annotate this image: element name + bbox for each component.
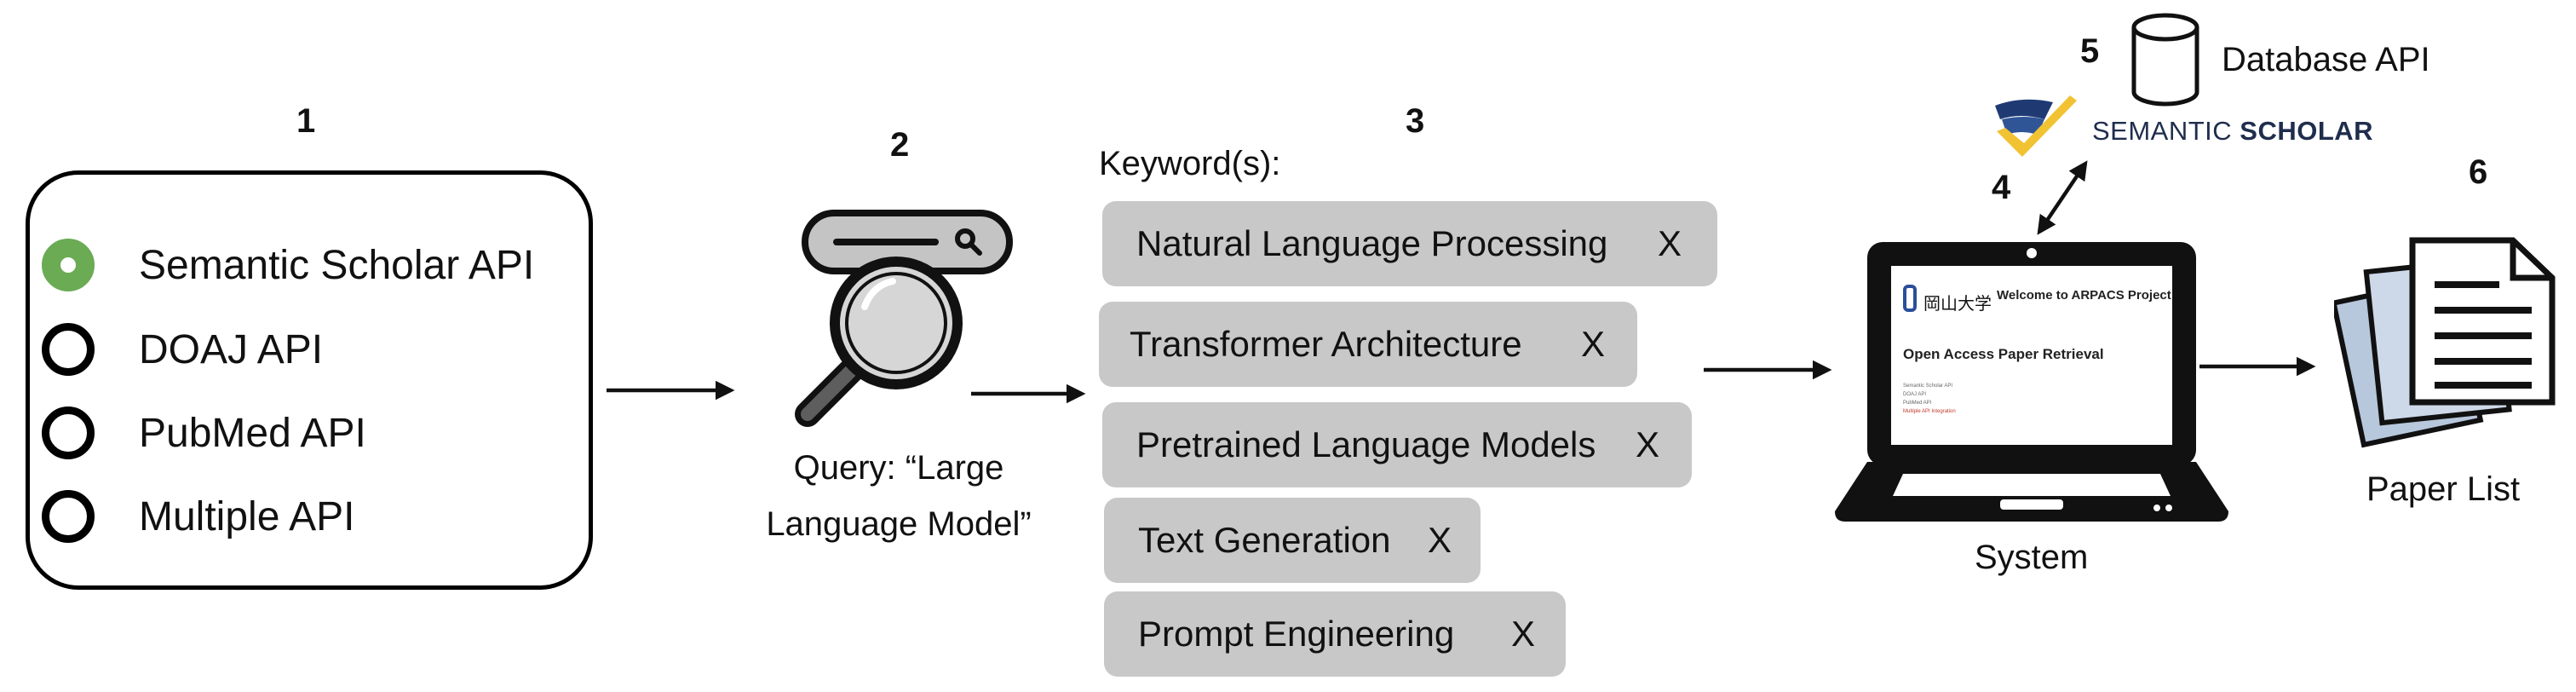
remove-keyword-icon[interactable]: X: [1636, 424, 1660, 464]
api-option-semantic-scholar[interactable]: Semantic Scholar API: [42, 227, 534, 303]
semantic-scholar-wordmark: SEMANTIC SCHOLAR: [2092, 116, 2373, 147]
university-name: 岡山大学: [1923, 293, 1992, 314]
keyword-chip-label: Pretrained Language Models: [1136, 424, 1596, 464]
api-option-label: Semantic Scholar API: [139, 242, 535, 288]
keyword-chip-label: Prompt Engineering: [1138, 614, 1455, 654]
radio-unselected-icon[interactable]: [42, 490, 95, 543]
arrow-system-api-bidirectional: [2037, 160, 2088, 235]
step-number-2: 2: [890, 126, 910, 164]
screen-option[interactable]: DOAJ API: [1903, 392, 1927, 397]
remove-keyword-icon[interactable]: X: [1428, 520, 1452, 560]
keyword-chip[interactable]: Prompt Engineering X: [1104, 591, 1566, 677]
keyword-chip-label: Text Generation: [1138, 520, 1391, 560]
keyword-chip[interactable]: Text Generation X: [1104, 498, 1481, 583]
keyword-chip-label: Natural Language Processing: [1136, 223, 1608, 263]
api-option-label: PubMed API: [139, 410, 366, 456]
remove-keyword-icon[interactable]: X: [1511, 614, 1536, 654]
keyword-chip[interactable]: Pretrained Language Models X: [1102, 402, 1692, 487]
keyword-chip[interactable]: Natural Language Processing X: [1102, 201, 1717, 286]
welcome-text: Welcome to ARPACS Project: [1997, 288, 2171, 303]
paper-list-label: Paper List: [2366, 470, 2521, 508]
university-logo: [1903, 285, 1917, 312]
step-number-3: 3: [1406, 102, 1425, 140]
api-option-multiple[interactable]: Multiple API: [42, 478, 354, 555]
step-number-4: 4: [1992, 169, 2011, 206]
keyword-chip[interactable]: Transformer Architecture X: [1099, 302, 1637, 387]
query-line-1: Query: “Large: [793, 449, 1004, 487]
api-option-label: Multiple API: [139, 493, 355, 539]
query-text: Query: “Large Language Model”: [694, 440, 1103, 552]
query-line-2: Language Model”: [766, 505, 1032, 543]
database-icon: [2131, 13, 2199, 107]
api-option-pubmed[interactable]: PubMed API: [42, 395, 366, 471]
keyword-chip-label: Transformer Architecture: [1130, 324, 1522, 364]
remove-keyword-icon[interactable]: X: [1658, 223, 1682, 263]
system-label: System: [1975, 539, 2089, 576]
step-number-1: 1: [296, 102, 316, 140]
search-query-icon: [795, 210, 1013, 427]
wordmark-scholar: SCHOLAR: [2240, 116, 2374, 146]
wordmark-semantic: SEMANTIC: [2092, 116, 2240, 146]
keywords-heading: Keyword(s):: [1099, 145, 1281, 182]
screen-option[interactable]: Multiple API Integration: [1903, 409, 1956, 414]
semantic-scholar-logo-icon: [1995, 95, 2077, 157]
radio-unselected-icon[interactable]: [42, 407, 95, 459]
step-number-6: 6: [2469, 153, 2488, 191]
api-option-label: DOAJ API: [139, 326, 324, 372]
radio-selected-icon[interactable]: [42, 239, 95, 291]
screen-option[interactable]: PubMed API: [1903, 401, 1932, 406]
api-option-doaj[interactable]: DOAJ API: [42, 311, 323, 388]
database-api-label: Database API: [2222, 41, 2430, 78]
laptop-icon: [1835, 242, 2228, 522]
radio-unselected-icon[interactable]: [42, 323, 95, 376]
step-number-5: 5: [2080, 32, 2100, 70]
laptop-screen: 岡山大学 Welcome to ARPACS Project Open Acce…: [1891, 266, 2172, 445]
api-selection-box: Semantic Scholar API DOAJ API PubMed API…: [26, 170, 593, 590]
screen-title: Open Access Paper Retrieval: [1903, 346, 2104, 362]
paper-list-icon: [2334, 237, 2556, 448]
screen-option[interactable]: Semantic Scholar API: [1903, 383, 1953, 389]
remove-keyword-icon[interactable]: X: [1581, 324, 1606, 364]
